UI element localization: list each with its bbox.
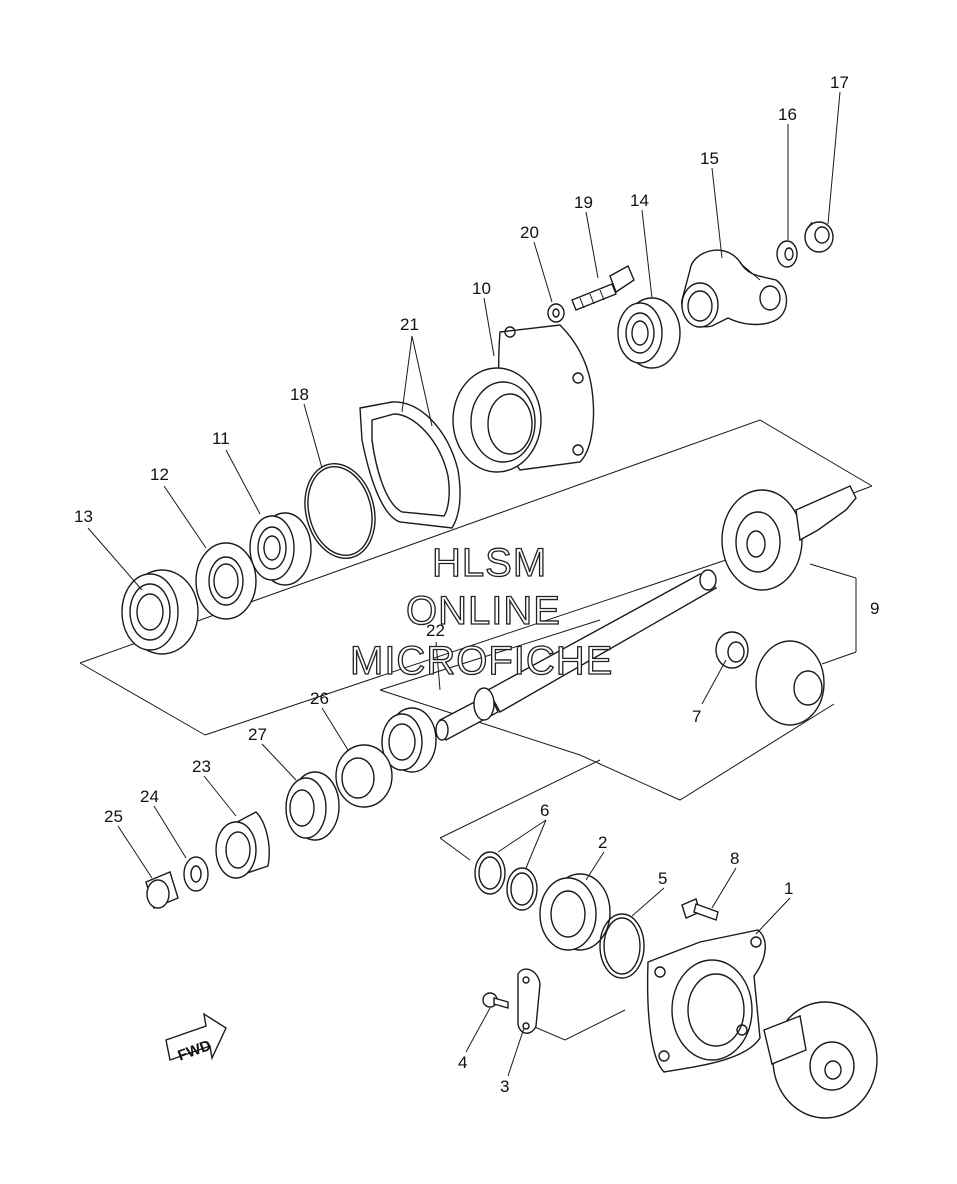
part-1-housing: [646, 929, 766, 1073]
callout-24: 24: [140, 787, 159, 806]
part-4-screw: [482, 992, 509, 1009]
callout-14: 14: [630, 191, 649, 210]
part-16-washer: [776, 240, 798, 268]
part-5-o-ring: [599, 913, 645, 979]
callout-15: 15: [700, 149, 719, 168]
assembly-boundary-lower: [379, 619, 835, 1041]
callout-10: 10: [472, 279, 491, 298]
part-10-housing: [452, 324, 595, 473]
watermark-line-3: MICROFICHE: [350, 639, 613, 683]
part-9-gear-lower: [755, 640, 825, 726]
callout-2: 2: [598, 833, 607, 852]
part-22-bearing: [381, 707, 437, 773]
ring-gear: [763, 1001, 878, 1119]
callout-6: 6: [540, 801, 549, 820]
leader-lines: [87, 91, 857, 1077]
callout-23: 23: [192, 757, 211, 776]
part-9-gear-upper: [721, 485, 857, 591]
callout-20: 20: [520, 223, 539, 242]
callout-8: 8: [730, 849, 739, 868]
part-3-bracket: [517, 968, 541, 1034]
callout-1: 1: [784, 879, 793, 898]
callout-3: 3: [500, 1077, 509, 1096]
part-24-washer: [183, 856, 209, 892]
part-19-bolt: [571, 265, 635, 311]
watermark-line-2: ONLINE: [406, 589, 561, 633]
callout-19: 19: [574, 193, 593, 212]
callout-7: 7: [692, 707, 701, 726]
callout-22: 22: [426, 621, 445, 640]
callout-4: 4: [458, 1053, 467, 1072]
callout-21: 21: [400, 315, 419, 334]
part-2-bearing: [539, 873, 611, 951]
part-21-gasket: [359, 401, 461, 529]
callout-11: 11: [212, 429, 230, 448]
callout-5: 5: [658, 869, 667, 888]
watermark: HLSM ONLINE MICROFICHE: [349, 540, 613, 683]
part-27-bearing-cup: [285, 771, 340, 841]
part-13-bearing: [121, 569, 199, 655]
callout-25: 25: [104, 807, 123, 826]
callout-18: 18: [290, 385, 309, 404]
part-26-nut: [335, 744, 393, 808]
part-11-bearing: [249, 512, 312, 586]
part-7-nut: [715, 631, 749, 669]
callout-16: 16: [778, 105, 797, 124]
callout-17: 17: [830, 73, 849, 92]
part-14-bearing: [617, 297, 681, 369]
drive-shaft: [435, 569, 718, 742]
fwd-arrow-icon: FWD: [165, 1012, 227, 1065]
callout-13: 13: [74, 507, 93, 526]
part-20-washer: [547, 303, 565, 323]
part-8-bolt: [681, 898, 719, 921]
part-23-needle-bearing: [215, 811, 270, 879]
part-17-nut: [804, 221, 834, 253]
part-6-shims: [474, 851, 538, 911]
part-25-nut: [145, 871, 179, 909]
watermark-line-1: HLSM: [432, 541, 547, 585]
part-15-yoke: [681, 249, 788, 328]
callout-27: 27: [248, 725, 267, 744]
part-12-nut: [195, 542, 257, 620]
part-18-o-ring: [304, 463, 376, 559]
callout-26: 26: [310, 689, 329, 708]
callout-12: 12: [150, 465, 169, 484]
callout-labels: 17 16 15 14 19 20 10 21 18 11 12 13 9 22…: [74, 73, 879, 1096]
callout-9: 9: [870, 599, 879, 618]
assembly-boundary-upper: [79, 419, 873, 736]
